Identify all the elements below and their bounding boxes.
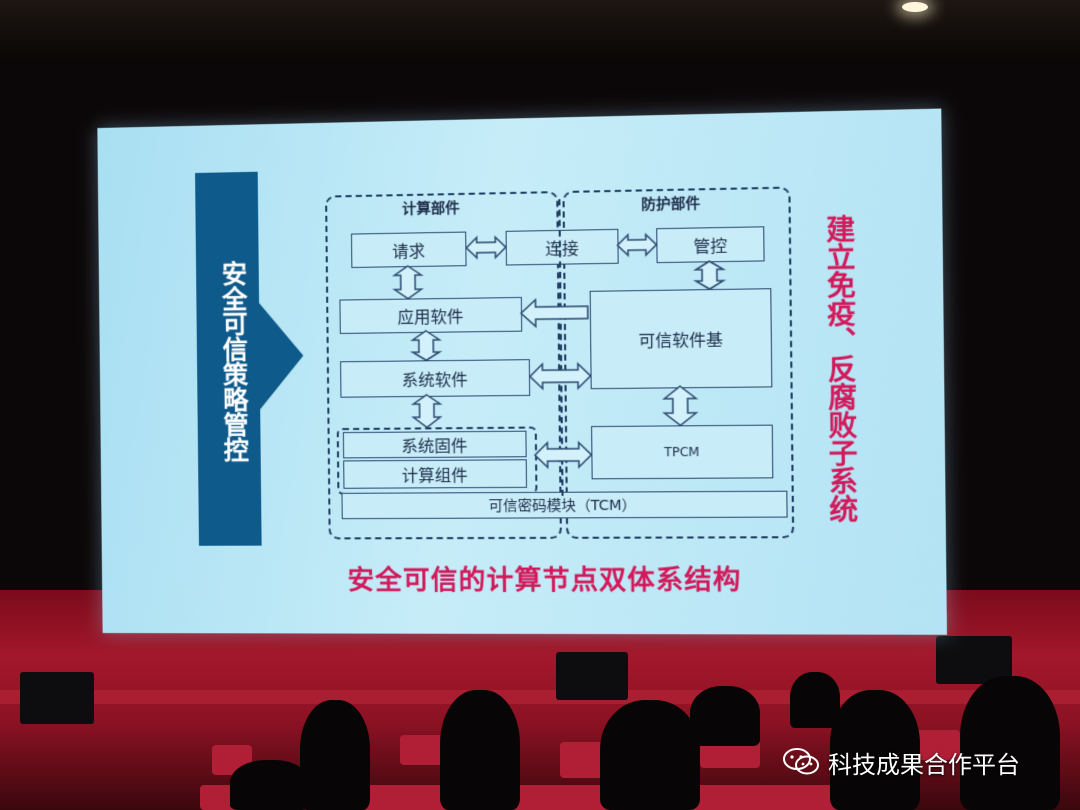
audience-head [690,686,760,746]
audience-head [790,672,840,728]
seat [400,735,446,765]
audience-head [300,700,370,810]
watermark-text: 科技成果合作平台 [828,750,1020,779]
double-arrow-icon [530,364,591,389]
right-title: 建立免疫、反腐败子系统 [820,214,858,523]
wechat-icon [783,748,819,775]
audience-head [600,700,700,810]
speaker-left [20,672,94,724]
watermark: 科技成果合作平台 [782,742,1020,782]
arrows-layer [97,109,947,635]
double-arrow-icon [535,442,592,467]
double-arrow-icon [664,386,696,425]
double-arrow-icon [696,261,724,289]
double-arrow-icon [466,237,506,258]
double-arrow-icon [413,395,440,428]
audience-head [960,676,1060,810]
projection-screen: 安全可信策略管控 计算部件 防护部件 请求 连接 管控 应用软件 系统软件 可信… [97,108,947,635]
left-arrow-icon [521,299,588,326]
slide-title: 安全可信的计算节点双体系结构 [347,565,742,597]
audience-head [830,690,920,810]
audience-head [230,760,310,810]
stage-edge [0,690,1080,704]
ceiling-light [902,2,928,12]
double-arrow-icon [394,266,421,299]
speaker-center [556,652,628,700]
double-arrow-icon [413,331,440,361]
double-arrow-icon [617,234,656,255]
ceiling [0,0,1080,60]
audience-head [440,690,520,810]
